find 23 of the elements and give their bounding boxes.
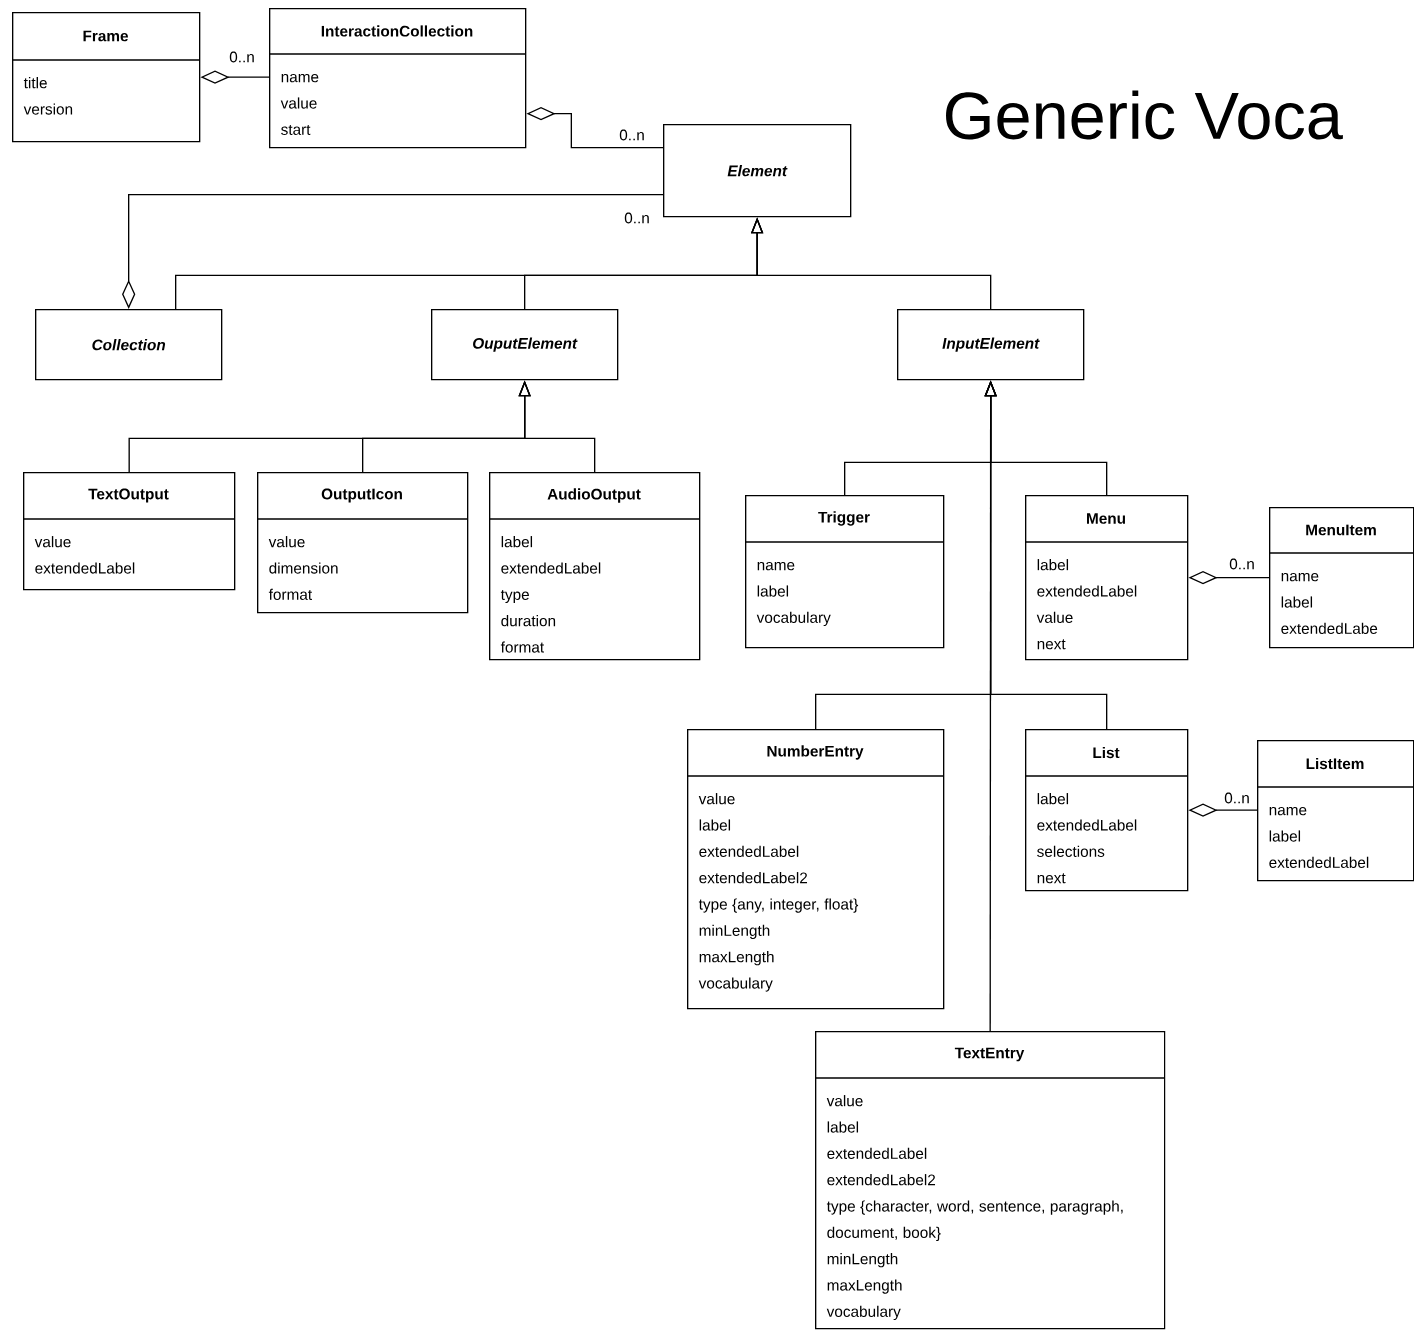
- class-box: Frame title version: [11, 12, 201, 143]
- class-box: MenuItem name label extendedLabe: [1268, 507, 1414, 649]
- class-box: InteractionCollection name value start: [268, 8, 527, 149]
- class-box: AudioOutput label extendedLabel type duration format: [488, 472, 701, 661]
- class-box: OuputElement: [431, 309, 619, 381]
- title: Generic Voca: [946, 90, 1343, 140]
- class-box: InputElement: [897, 309, 1085, 381]
- multiplicity-label: 0..n: [1227, 557, 1257, 571]
- multiplicity-label: 0..n: [622, 211, 652, 225]
- class-box: OutputIcon value dimension format: [256, 472, 469, 614]
- class-box: NumberEntry value label extendedLabel extendedLabel2 type {any, integer, float} minLength maxLength vocabulary: [686, 729, 945, 1010]
- aggregation-line: [122, 194, 664, 309]
- class-box: Collection: [35, 309, 223, 381]
- class-box: Menu label extendedLabel value next: [1024, 495, 1189, 661]
- class-box: TextOutput value extendedLabel: [22, 472, 236, 591]
- multiplicity-label: 0..n: [617, 128, 647, 142]
- class-box: ListItem name label extendedLabel: [1256, 740, 1414, 882]
- class-box: Element: [663, 124, 852, 218]
- class-box: List label extendedLabel selections next: [1024, 729, 1189, 892]
- class-box: TextEntry value label extendedLabel extendedLabel2 type {character, word, sentence, paragraph, document, book} minLength maxLength vocabulary: [814, 1031, 1166, 1330]
- multiplicity-label: 0..n: [227, 50, 257, 64]
- multiplicity-label: 0..n: [1222, 791, 1252, 805]
- class-box: Trigger name label vocabulary: [744, 495, 945, 649]
